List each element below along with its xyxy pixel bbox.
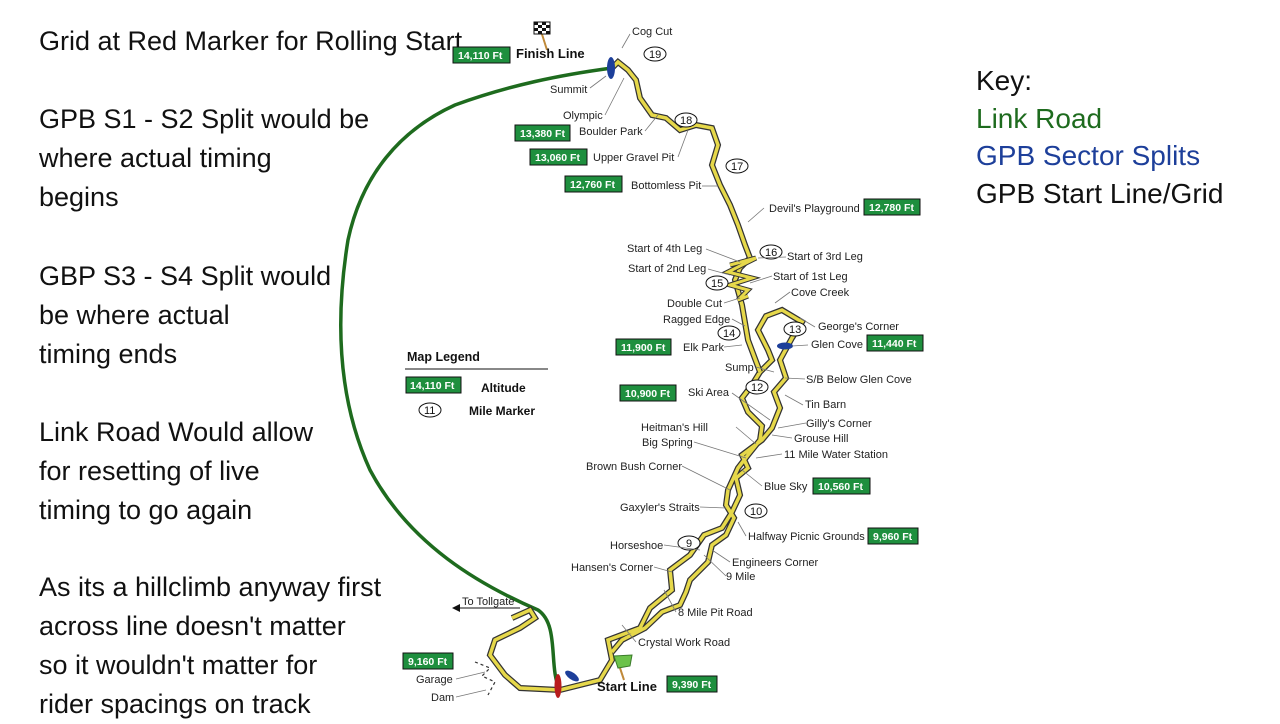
place-brown-bush-corner: Brown Bush Corner [586,461,682,473]
place-olympic: Olympic [563,110,603,122]
place-tin-barn: Tin Barn [805,399,846,411]
place-start-4th-leg: Start of 4th Leg [627,243,702,255]
mile-marker-14: 14 [723,328,735,340]
altitude-bottomless-pit: 12,760 Ft [570,179,615,191]
place-upper-gravel-pit: Upper Gravel Pit [593,152,674,164]
place-sb-below-glen-cove: S/B Below Glen Cove [806,374,912,386]
mile-marker-9: 9 [686,538,692,550]
note-s3-s4: GBP S3 - S4 Split would be where actual … [39,261,332,369]
mile-marker-12: 12 [751,382,763,394]
altitude-upper-gravel-pit: 13,060 Ft [535,152,580,164]
place-glen-cove: Glen Cove [811,339,863,351]
mile-marker-13: 13 [789,324,801,336]
place-gillys-corner: Gilly's Corner [806,418,872,430]
mile-marker-10: 10 [750,506,762,518]
finish-flag-icon [533,21,551,51]
mile-markers: 19 18 17 16 15 14 13 12 10 9 [643,46,807,551]
place-start-2nd-leg: Start of 2nd Leg [628,263,706,275]
note-grid: Grid at Red Marker for Rolling Start [39,26,463,56]
place-ragged-edge: Ragged Edge [663,314,730,326]
note-link-road: Link Road Would allow for resetting of l… [39,417,314,525]
place-bottomless-pit: Bottomless Pit [631,180,701,192]
grid-marker [554,674,562,698]
altitude-garage: 9,160 Ft [408,656,448,668]
place-horseshoe: Horseshoe [610,540,663,552]
place-boulder-park: Boulder Park [579,126,643,138]
altitude-start-line: 9,390 Ft [672,679,712,691]
key-link-road: Link Road [976,102,1103,134]
altitude-finish: 14,110 Ft [458,50,503,62]
place-9-mile: 9 Mile [726,571,755,583]
place-label-texts: Cog Cut Summit Olympic Boulder Park Uppe… [416,26,912,704]
place-garage: Garage [416,674,453,686]
place-devils-playground: Devil's Playground [769,203,860,215]
place-dam: Dam [431,692,454,704]
place-hansens-corner: Hansen's Corner [571,562,654,574]
place-cog-cut: Cog Cut [632,26,672,38]
legend-mile-sample: 11 [424,405,435,417]
altitude-elk-park: 11,900 Ft [621,342,666,354]
place-double-cut: Double Cut [667,298,722,310]
start-flag-icon [613,654,633,681]
map-legend: Map Legend 14,110 Ft Altitude 11 Mile Ma… [405,350,548,418]
place-heitmans-hill: Heitman's Hill [641,422,708,434]
altitude-halfway-picnic: 9,960 Ft [873,531,913,543]
finish-line-label: Finish Line [516,46,585,61]
mile-marker-18: 18 [680,115,692,127]
to-tollgate-arrow: To Tollgate [452,596,520,612]
place-sump: Sump [725,362,754,374]
mile-marker-17: 17 [731,161,743,173]
altitude-boulder-park: 13,380 Ft [520,128,565,140]
note-hillclimb: As its a hillclimb anyway first across l… [39,572,382,719]
note-s1-s2: GPB S1 - S2 Split would be where actual … [39,104,370,212]
key-start-line: GPB Start Line/Grid [976,177,1224,209]
altitude-blue-sky: 10,560 Ft [818,481,863,493]
place-start-3rd-leg: Start of 3rd Leg [787,251,863,263]
to-tollgate-label: To Tollgate [462,596,514,608]
legend-title: Map Legend [407,350,480,364]
place-engineers-corner: Engineers Corner [732,557,819,569]
legend-altitude-sample: 14,110 Ft [410,380,455,392]
place-ski-area: Ski Area [688,387,730,399]
legend-altitude-label: Altitude [481,381,526,395]
altitude-ski-area: 10,900 Ft [625,388,670,400]
place-georges-corner: George's Corner [818,321,899,333]
link-road-path [339,66,613,691]
sector-split-glen-cove [777,342,793,350]
place-8-mile-pit-road: 8 Mile Pit Road [678,607,753,619]
place-big-spring: Big Spring [642,437,693,449]
place-crystal-work-road: Crystal Work Road [638,637,730,649]
place-elk-park: Elk Park [683,342,724,354]
place-labels [455,33,816,698]
legend-mile-label: Mile Marker [469,404,535,418]
altitude-devils-playground: 12,780 Ft [869,202,914,214]
place-cove-creek: Cove Creek [791,287,850,299]
place-start-1st-leg: Start of 1st Leg [773,271,848,283]
altitude-glen-cove: 11,440 Ft [872,338,917,350]
mile-marker-16: 16 [765,247,777,259]
place-summit: Summit [550,84,587,96]
place-11-mile-water-station: 11 Mile Water Station [784,449,888,461]
place-blue-sky: Blue Sky [764,481,808,493]
altitude-badges: 14,110 Ft 13,380 Ft 13,060 Ft 12,760 Ft … [402,46,924,693]
key-panel: Key: Link Road GPB Sector Splits GPB Sta… [976,62,1223,212]
start-line-label: Start Line [597,679,657,694]
sector-split-start [565,670,579,682]
key-title: Key: [976,65,1033,96]
place-halfway-picnic: Halfway Picnic Grounds [748,531,865,543]
sector-split-finish [607,57,615,79]
place-grouse-hill: Grouse Hill [794,433,848,445]
place-gaxylers-straits: Gaxyler's Straits [620,502,700,514]
mile-marker-19: 19 [649,49,661,61]
mile-marker-15: 15 [711,278,723,290]
key-sector-splits: GPB Sector Splits [976,140,1201,171]
